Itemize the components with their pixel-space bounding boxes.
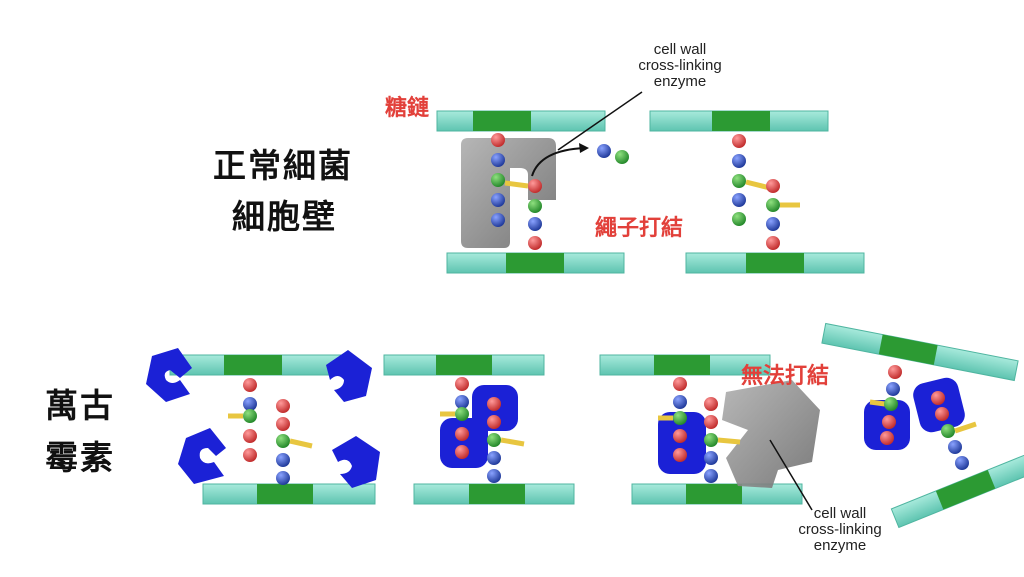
glycan-strand [649,110,829,132]
glycan-strand [413,483,575,505]
glycan-strand [821,322,1019,382]
glycan-strand [685,252,865,274]
vanco-panel-4 [821,322,1024,529]
peptide-chain [732,134,746,226]
reaction-arrow [531,147,586,177]
vancomycin-bound [440,418,488,468]
peptide-chain [440,377,469,459]
sugar-chain-label: 糖鏈 [385,96,430,121]
peptide-chain [931,391,977,470]
vancomycin-bound [913,377,965,433]
glycan-strand [599,354,771,376]
glycan-strand [169,354,349,376]
peptide-chain [869,365,902,445]
rope-tied-label: 繩子打結 [595,216,684,241]
vanco-panel-1 [146,348,380,505]
enzyme-label-leader [557,91,643,151]
enzyme-label-bottom: cell wall cross-linking enzyme [780,506,900,554]
normal-cell-wall-title-line2: 細胞壁 [232,197,337,236]
released-residues [597,144,629,164]
peptide-chain [491,133,505,227]
vancomycin-molecule [146,348,192,402]
peptide-chain [228,378,257,462]
cross-linking-enzyme-blocked [722,380,820,488]
cross-linking-enzyme [461,138,556,248]
normal-panel-left [436,91,643,274]
vancomycin-bound [658,412,706,474]
peptide-chain [487,397,525,483]
vanco-panel-3 [599,354,820,511]
vancomycin-molecule [332,436,380,488]
glycan-strand [890,448,1024,529]
glycan-strand [631,483,803,505]
peptide-chain [658,377,687,462]
vancomycin-molecule [326,350,372,402]
vancomycin-title-line2: 霉素 [45,438,115,477]
vanco-panel-2 [383,354,575,505]
enzyme-label-leader [769,439,813,511]
glycan-strand [383,354,545,376]
normal-cell-wall-title-line1: 正常細菌 [213,146,353,185]
glycan-strand [446,252,625,274]
peptide-chain [276,399,313,485]
crosslinked-chain [745,179,800,250]
cannot-tie-label: 無法打結 [741,364,830,389]
normal-panel-right [649,110,865,274]
enzyme-label-line: cell wall [653,41,707,58]
glycan-strand [436,110,606,132]
vancomycin-title-line1: 萬古 [45,386,115,425]
arrow-head [579,143,589,153]
enzyme-label-line: enzyme [653,73,707,90]
enzyme-label-top: cell wall cross-linking enzyme [620,42,740,90]
enzyme-label-line: enzyme [813,537,867,554]
enzyme-label-line: cross-linking [638,57,722,74]
vancomycin-molecule [178,428,226,484]
enzyme-label-line: cell wall [813,505,867,522]
peptide-chain [504,179,542,250]
glycan-strand [202,483,376,505]
peptide-chain [704,397,741,483]
enzyme-label-line: cross-linking [798,521,882,538]
